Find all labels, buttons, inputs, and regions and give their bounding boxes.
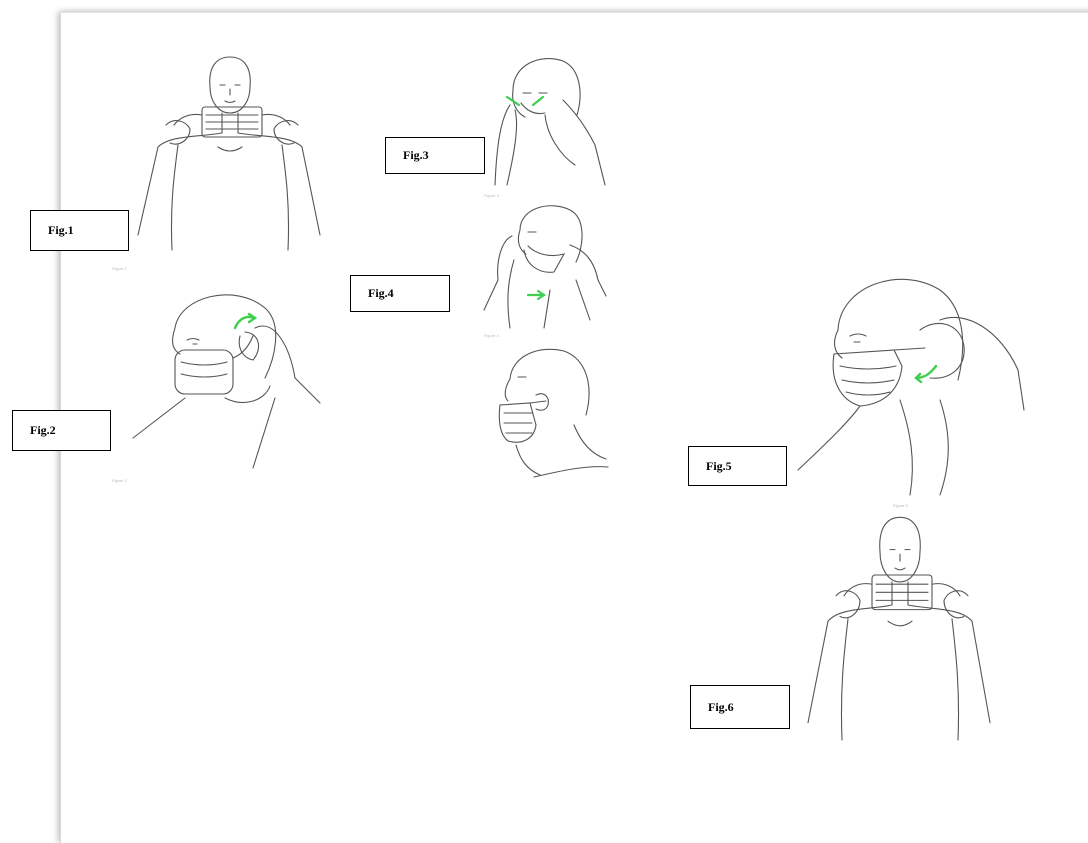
figure-4 <box>480 200 610 330</box>
fig-1-label: Fig.1 <box>30 210 129 251</box>
fig-3-label: Fig.3 <box>385 137 485 174</box>
figure-1-caption: Figure 1 <box>112 266 127 271</box>
figure-3-caption: Figure 3 <box>484 193 499 198</box>
person-holding-mask-icon <box>800 515 1000 740</box>
figure-2-caption: Figure 2 <box>112 478 127 483</box>
figure-6 <box>800 515 1000 740</box>
green-arrow-icon <box>125 288 325 473</box>
fig-4-label: Fig.4 <box>350 275 450 312</box>
green-arrow-icon <box>790 270 1025 495</box>
figure-2 <box>125 288 325 473</box>
green-arrow-icon <box>485 55 610 185</box>
person-holding-mask-icon <box>130 55 330 250</box>
figure-1 <box>130 55 330 250</box>
figure-4-caption: Figure 4 <box>484 333 499 338</box>
figure-3 <box>485 55 610 185</box>
green-arrow-icon <box>480 200 610 330</box>
person-wearing-mask-icon <box>490 345 610 485</box>
figure-5-caption: Figure 5 <box>893 503 908 508</box>
fig-2-label: Fig.2 <box>12 410 111 451</box>
figure-mask-fitted <box>490 345 610 485</box>
figure-5 <box>790 270 1025 495</box>
fig-6-label: Fig.6 <box>690 685 790 729</box>
fig-5-label: Fig.5 <box>688 446 787 486</box>
